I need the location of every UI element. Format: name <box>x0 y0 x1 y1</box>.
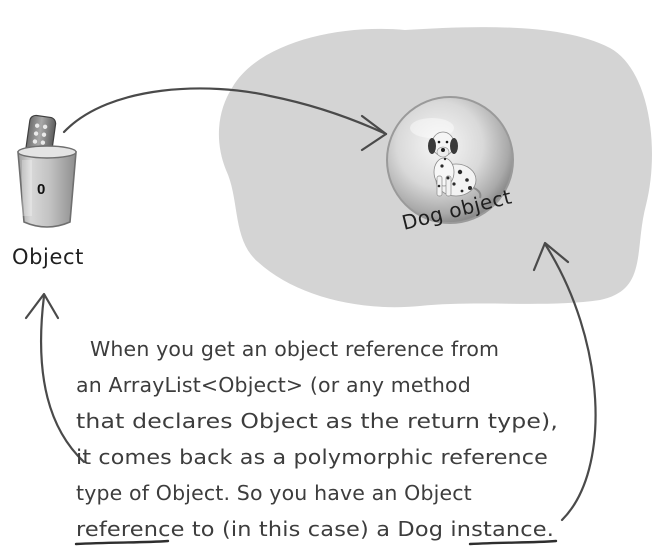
annotation-line: it comes back as a polymorphic reference <box>76 445 548 469</box>
reference-arrow <box>62 87 388 152</box>
reference-type-label: Object <box>12 245 84 269</box>
annotation: When you get an object reference from an… <box>74 337 558 546</box>
annotation-line: When you get an object reference from <box>90 337 499 361</box>
annotation-line: an ArrayList<Object> (or any method <box>76 373 471 397</box>
annotation-line: that declares Object as the return type)… <box>76 409 558 433</box>
reference-value: 0 <box>37 181 45 198</box>
reference-variable: 0 <box>17 114 77 228</box>
annotation-line: type of Object. So you have an Object <box>76 481 472 505</box>
underline-instance <box>468 539 558 546</box>
note-to-dog-arrow <box>532 241 597 522</box>
annotation-line: reference to (in this case) a Dog instan… <box>76 517 554 541</box>
underline-reference <box>74 539 170 546</box>
reference-cup-icon <box>17 145 77 228</box>
note-to-type-arrow <box>24 292 86 464</box>
dalmatian-dog-icon <box>428 131 482 199</box>
dog-object <box>386 96 514 224</box>
